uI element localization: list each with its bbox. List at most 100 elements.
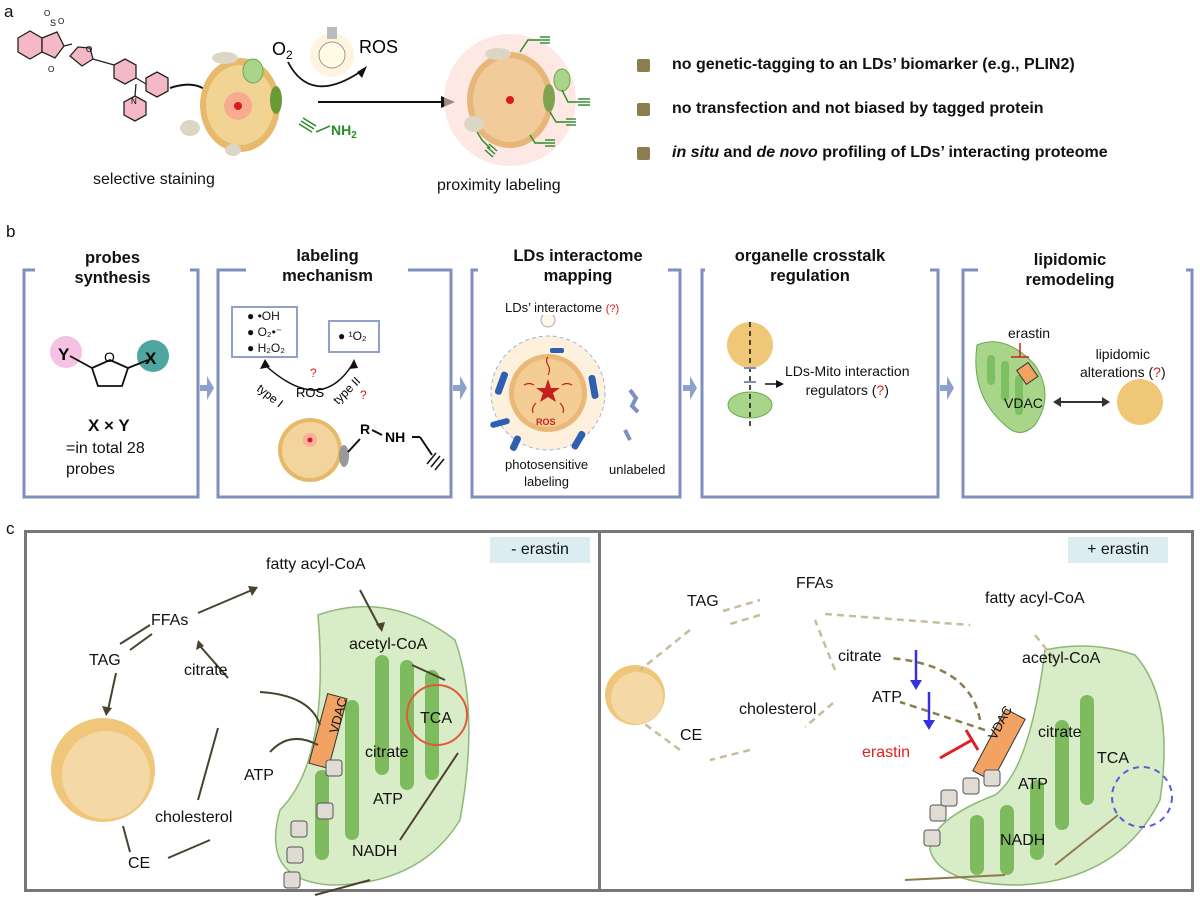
minus-tca: TCA	[420, 710, 452, 727]
svg-text:NH: NH	[385, 429, 405, 445]
svg-text:type I: type I	[254, 381, 286, 410]
o2-text: O2	[272, 39, 293, 62]
minus-erastin-pathway	[51, 586, 470, 896]
bullet-square-icon	[637, 146, 650, 160]
plus-citrate: citrate	[838, 648, 882, 665]
svg-text:type II: type II	[330, 374, 363, 407]
star-icon	[536, 379, 560, 402]
lipid-droplet-labeled	[444, 34, 576, 166]
advantage-item: in situ and de novo profiling of LDs’ in…	[637, 144, 1108, 162]
svg-text:N: N	[131, 97, 137, 106]
vdac-channel	[308, 693, 348, 769]
plus-acetyl-coa: acetyl-CoA	[1022, 650, 1101, 667]
tca-circle	[406, 684, 468, 746]
minus-citrate-mito: citrate	[365, 744, 409, 761]
minus-tag: TAG	[89, 652, 121, 669]
panel-c-frame	[24, 530, 1194, 892]
propargylamine	[298, 117, 331, 133]
plus-erastin-pathway	[605, 598, 1173, 886]
bracket-step-3	[470, 268, 682, 499]
bullet-square-icon	[637, 102, 650, 116]
svg-text:Y: Y	[58, 345, 70, 364]
bracket-step-2	[216, 268, 453, 499]
minus-fatty-acyl-coa: fatty acyl-CoA	[266, 556, 366, 573]
type1-species-box: ● •OH ● O₂•⁻ ● H₂O₂	[231, 306, 298, 358]
minus-ce: CE	[128, 855, 151, 872]
bullet-square-icon	[637, 58, 650, 72]
svg-text:X: X	[145, 349, 157, 368]
lipidomic-graphic	[975, 341, 1163, 433]
probe-total-line2: probes	[66, 461, 115, 478]
plus-cholesterol: cholesterol	[739, 701, 817, 718]
vdac-channel	[972, 708, 1026, 782]
svg-text:O: O	[44, 9, 50, 18]
plus-nadh: NADH	[1000, 832, 1046, 849]
plus-ffas: FFAs	[796, 575, 834, 592]
svg-text:O: O	[104, 349, 115, 365]
step-brackets	[22, 268, 1194, 499]
svg-text:S: S	[50, 18, 56, 28]
lipid-droplet-stained	[180, 52, 282, 156]
plus-atp: ATP	[872, 689, 902, 706]
furan-scaffold: Y X O	[50, 336, 169, 387]
svg-text:ROS: ROS	[536, 417, 556, 427]
advantages-list: no genetic-tagging to an LDs’ biomarker …	[637, 56, 1108, 162]
bracket-step-4	[700, 268, 940, 499]
staining-caption: selective staining	[93, 171, 215, 188]
svg-text:?: ?	[310, 366, 317, 380]
mechanism-graphic: ROS ? type I type II ? R NH	[254, 359, 445, 482]
panel-c-label: c	[6, 519, 15, 538]
minus-nadh: NADH	[352, 843, 398, 860]
minus-ffas: FFAs	[151, 612, 189, 629]
advantage-item: no transfection and not biased by tagged…	[637, 100, 1108, 118]
tca-dashed-circle	[1111, 766, 1173, 828]
plus-erastin-inhibitor: erastin	[862, 744, 911, 761]
bracket-step-1	[22, 268, 200, 499]
minus-acetyl-coa: acetyl-CoA	[349, 636, 428, 653]
step-arrow-icon	[683, 376, 697, 400]
ros-text: ROS	[359, 37, 398, 57]
panel-c-divider	[598, 530, 601, 892]
plus-ce: CE	[680, 727, 703, 744]
plus-atp-mito: ATP	[1018, 776, 1048, 793]
crosstalk-graphic	[727, 322, 784, 426]
minus-atp: ATP	[244, 767, 274, 784]
erastin-label: erastin	[1008, 325, 1051, 341]
minus-citrate: citrate	[184, 662, 228, 679]
minus-cholesterol: cholesterol	[155, 809, 233, 826]
arrowheads-minus	[102, 586, 385, 716]
vdac-label: VDAC	[1004, 395, 1043, 411]
svg-text:R: R	[360, 421, 370, 437]
svg-text:O: O	[48, 65, 54, 74]
unlabeled-text: unlabeled	[609, 462, 666, 477]
plus-citrate-mito: citrate	[1038, 724, 1082, 741]
plus-tca: TCA	[1097, 750, 1129, 767]
advantage-item: no genetic-tagging to an LDs’ biomarker …	[637, 56, 1108, 74]
panel-a-graphic: S OO O O N O2 ROS NH2	[17, 9, 590, 166]
step-arrow-icon	[200, 376, 214, 400]
plus-erastin-tag: + erastin	[1068, 537, 1168, 563]
svg-text:O: O	[58, 17, 64, 26]
decrease-arrow-icons	[910, 680, 935, 730]
plus-fatty-acyl-coa: fatty acyl-CoA	[985, 590, 1085, 607]
panel-b-label: b	[6, 222, 16, 241]
interactome-label: LDs’ interactome (?)	[505, 300, 620, 315]
combination-text: X × Y	[88, 416, 130, 435]
bracket-step-5	[961, 268, 1194, 499]
labeling-caption: proximity labeling	[437, 177, 561, 194]
light-bulb-icon	[310, 27, 354, 77]
svg-text:?: ?	[360, 388, 367, 402]
type2-species-box: ● ¹O₂	[328, 320, 380, 353]
panel-a-label: a	[4, 2, 14, 21]
probe-total-line1: =in total 28	[66, 440, 145, 457]
step-arrow-icon	[940, 376, 954, 400]
svg-text:ROS: ROS	[296, 385, 325, 400]
